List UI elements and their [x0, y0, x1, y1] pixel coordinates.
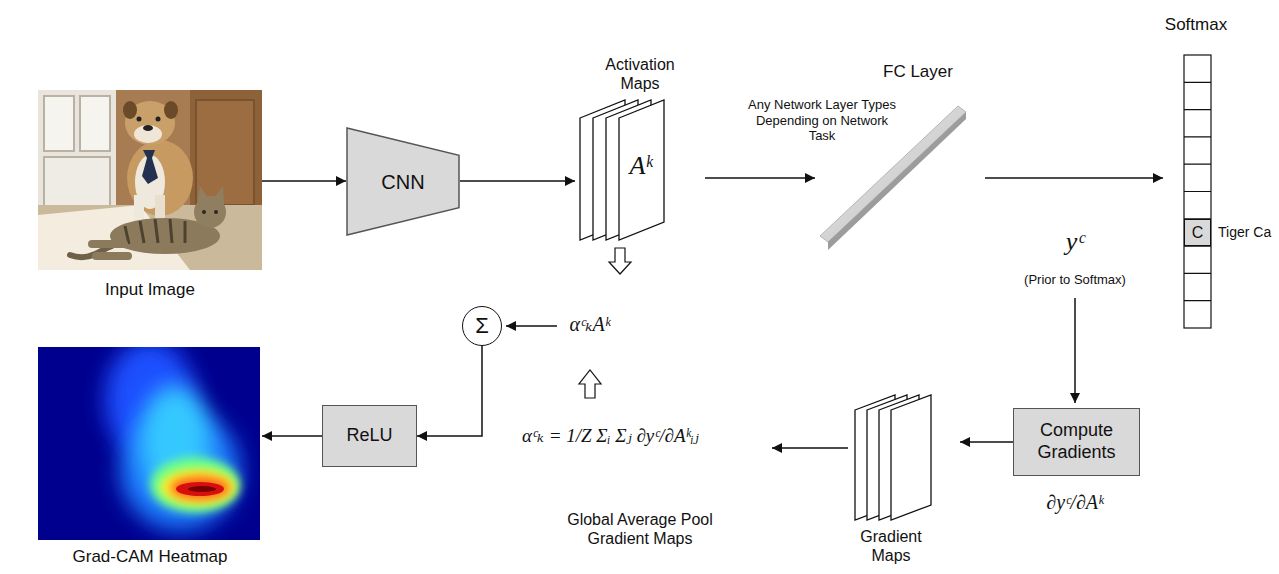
box-label: Σ	[475, 313, 489, 339]
box-label: C	[1192, 223, 1204, 242]
weighted-map: αᶜₖAᵏ	[550, 312, 630, 336]
map-symbol: Aᵏ	[621, 150, 661, 181]
note: (Prior to Softmax)	[1000, 272, 1150, 288]
input-photo-part	[156, 117, 161, 122]
flow-arrow	[460, 180, 575, 182]
input-photo-part	[38, 205, 262, 270]
input-photo-part	[197, 186, 208, 202]
fc-bar-part	[828, 112, 966, 250]
flow-arrows	[506, 298, 1075, 448]
gradient-symbol: ∂yᶜ/∂Aᵏ	[1020, 490, 1130, 514]
flow-arrows-part	[1074, 298, 1076, 403]
image-node: Input Image	[38, 90, 262, 302]
class-cell: C	[1184, 219, 1211, 246]
heatmap-image-part	[188, 486, 216, 492]
flow-arrow	[985, 177, 1163, 179]
input-photo-part	[38, 90, 262, 270]
input-photo-part	[123, 101, 137, 119]
input-photo-part	[137, 117, 142, 122]
stack-title: Gradient Maps	[846, 527, 936, 565]
box-label: CNN	[381, 170, 424, 194]
softmax-column	[1184, 55, 1211, 328]
input-photo-part	[134, 125, 162, 143]
stack-title: Activation Maps	[593, 55, 688, 93]
activation-sheets-part	[619, 100, 664, 240]
flow-arrow	[960, 441, 1013, 443]
softmax-column-part	[1184, 82, 1211, 300]
edge-label: Any Network Layer Types Depending on Net…	[747, 97, 897, 144]
flow-arrow	[705, 177, 815, 179]
layer-title: FC Layer	[868, 62, 968, 82]
input-photo-part	[142, 150, 158, 184]
heatmap-image-part	[160, 469, 236, 505]
flow-arrow	[262, 180, 346, 182]
gradient-sheets-part	[891, 395, 931, 520]
input-photo-part	[164, 101, 178, 119]
input-photo-part	[155, 195, 165, 221]
hollow-arrows-part	[579, 370, 601, 398]
softmax-column: SoftmaxC	[1163, 15, 1230, 330]
trapezoid-shape	[347, 128, 459, 235]
heatmap-image	[38, 347, 260, 540]
relu-box: ReLU	[322, 405, 417, 467]
box-label: Compute Gradients	[1020, 420, 1133, 463]
hollow-arrows-part	[609, 248, 631, 274]
input-photo-part	[190, 90, 262, 215]
process-box: Compute Gradients	[1013, 408, 1140, 476]
score-symbol: yᶜ	[1045, 226, 1105, 257]
input-photo-part	[92, 252, 132, 260]
input-photo-part	[202, 210, 206, 214]
activation-stack: Activation MapsAᵏ	[575, 52, 705, 245]
input-photo-part	[134, 195, 144, 221]
flow-arrows-part	[772, 447, 848, 449]
gradient-sheets	[855, 395, 931, 520]
input-photo-part	[214, 210, 218, 214]
flow-arrow	[417, 346, 482, 436]
step-caption: Global Average Pool Gradient Maps	[555, 510, 725, 548]
input-photo-part	[214, 186, 224, 204]
heatmap-node: Grad-CAM Heatmap	[38, 346, 262, 570]
input-photo-part	[143, 125, 153, 131]
softmax-column-part	[1184, 55, 1211, 328]
column-title: Softmax	[1158, 15, 1234, 35]
activation-sheets	[580, 100, 664, 240]
formula: αᶜₖ = 1/Z Σᵢ Σⱼ ∂yᶜ/∂Aᵏᵢⱼ	[522, 425, 699, 448]
box-label: ReLU	[346, 425, 392, 447]
sum-circle: Σ	[462, 306, 502, 346]
class-name: Tiger Ca	[1218, 224, 1271, 241]
flow-arrows-part	[506, 325, 557, 327]
heatmap-image-part	[170, 476, 230, 500]
input-photo-part	[88, 240, 128, 248]
heatmap-image-part	[176, 482, 224, 496]
caption: Input Image	[45, 280, 255, 300]
gradient-stack: Gradient Maps	[850, 390, 960, 570]
flow-arrow	[262, 435, 322, 437]
caption: Grad-CAM Heatmap	[40, 547, 260, 567]
input-photo-part	[38, 90, 116, 220]
input-photo-part	[80, 96, 110, 151]
input-photo-part	[125, 219, 185, 244]
input-photo-part	[196, 100, 254, 205]
heatmap-image-part	[150, 457, 240, 513]
input-photo-part	[44, 96, 74, 151]
fc-layer: FC Layer	[815, 62, 985, 255]
cnn-trapezoid: CNN	[346, 127, 460, 236]
fc-bar	[820, 106, 966, 250]
input-photo	[38, 90, 262, 270]
